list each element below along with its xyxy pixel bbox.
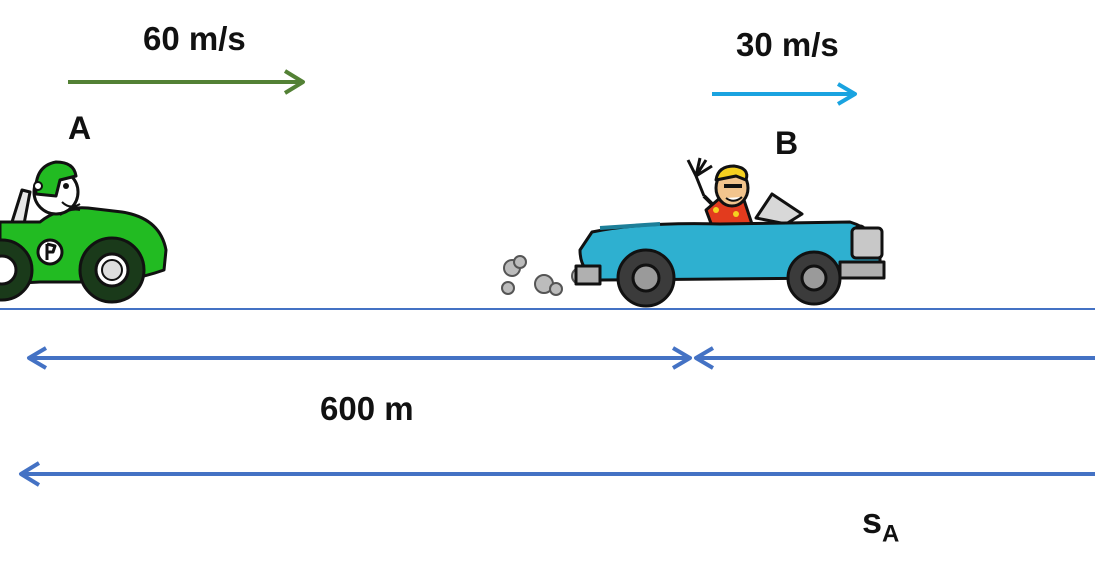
distance-label: 600 m <box>320 390 414 427</box>
displacement-arrow-sa <box>19 461 1095 487</box>
distance-arrow-600m <box>27 346 692 370</box>
velocity-arrow-a <box>68 69 305 95</box>
displacement-symbol: s <box>862 500 883 541</box>
car-b-illustration <box>501 157 886 308</box>
car-label-a: A <box>68 110 92 146</box>
car-label-b: B <box>775 125 799 161</box>
speed-label-a: 60 m/s <box>143 20 246 57</box>
distance-arrow-beyond-b <box>694 346 1095 370</box>
displacement-subscript: A <box>882 520 900 548</box>
displacement-label: sA <box>862 500 899 548</box>
velocity-arrow-b <box>712 82 857 106</box>
car-a-illustration <box>0 160 168 304</box>
speed-label-b: 30 m/s <box>736 26 839 63</box>
